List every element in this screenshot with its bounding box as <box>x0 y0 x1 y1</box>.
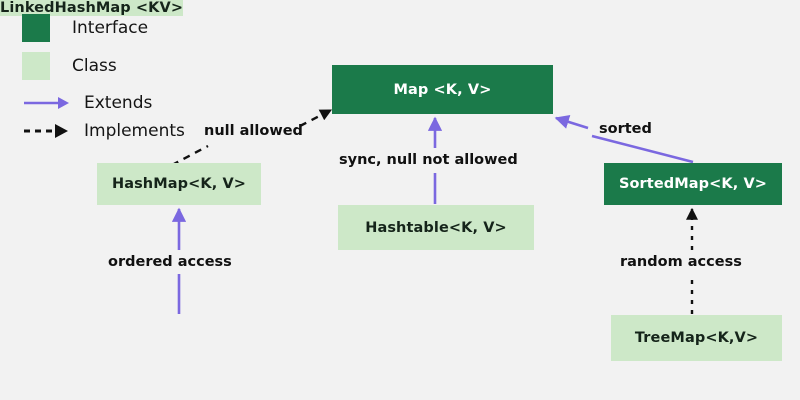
edge-label-null-allowed: null allowed <box>204 123 303 139</box>
legend-swatch-class <box>22 52 50 80</box>
edge-label-random-access: random access <box>620 254 742 270</box>
edge-label-ordered-access: ordered access <box>108 254 232 270</box>
solid-arrow-icon <box>24 97 69 109</box>
legend-item-interface: Interface <box>22 14 148 42</box>
legend-swatch-interface <box>22 14 50 42</box>
node-linkedhashmap[interactable]: LinkedHashMap <KV> <box>0 0 184 16</box>
legend-item-implements: Implements <box>22 117 185 145</box>
dashed-arrow-icon <box>24 124 68 138</box>
legend-label-extends: Extends <box>84 93 153 113</box>
legend-label-class: Class <box>72 56 117 76</box>
edge-label-sync-null-not-allowed: sync, null not allowed <box>339 152 518 168</box>
legend-label-interface: Interface <box>72 18 149 38</box>
node-treemap[interactable]: TreeMap<K,V> <box>611 315 782 361</box>
node-hashtable[interactable]: Hashtable<K, V> <box>338 205 534 250</box>
node-sortedmap[interactable]: SortedMap<K, V> <box>604 163 782 205</box>
legend-item-class: Class <box>22 52 117 80</box>
edge-label-sorted: sorted <box>599 121 652 137</box>
legend: Interface Class Extends Implements <box>0 0 230 150</box>
node-hashmap[interactable]: HashMap<K, V> <box>97 163 261 205</box>
legend-item-extends: Extends <box>22 89 152 117</box>
legend-label-implements: Implements <box>84 121 185 141</box>
node-map[interactable]: Map <K, V> <box>332 65 553 114</box>
